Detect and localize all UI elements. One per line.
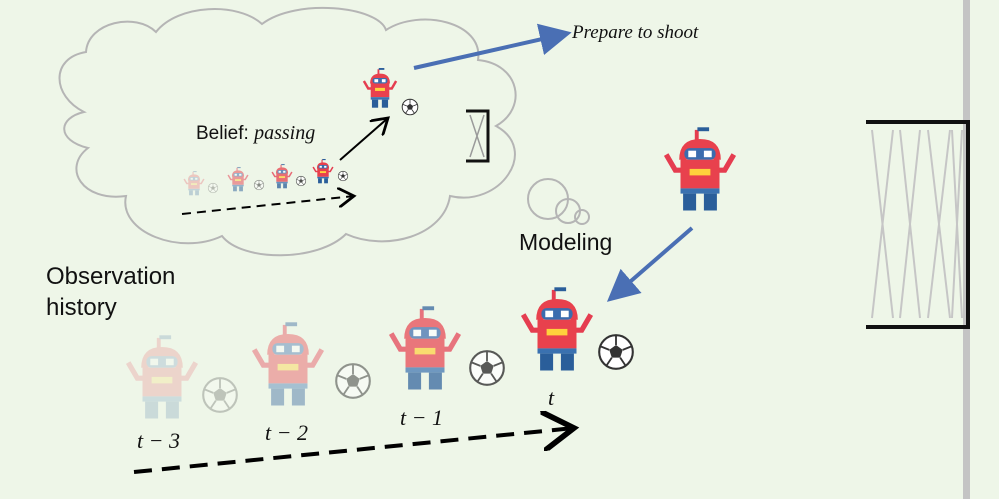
history-robot-t-1 [391,306,459,389]
modeling-label: Modeling [519,229,613,255]
modeling-robot-icon [666,127,734,210]
history-ball-t-3 [202,377,238,413]
modeling-arrow [606,226,694,302]
thought-cloud-icon [58,6,517,257]
thought-bubble [574,209,590,225]
observation-line-2: history [46,294,117,321]
time-label-t-2: t − 2 [265,420,308,445]
belief-trajectory-arrow [181,196,354,215]
observation-trajectory-arrow [133,428,574,474]
belief-value: passing [254,122,316,144]
time-label-t-1: t − 1 [400,405,443,430]
belief-arrow [339,118,388,161]
observation-history-label: Observation history [46,261,175,323]
belief-label: Belief: passing [196,122,315,145]
history-robot-t-2 [254,322,322,405]
thought-bubble [527,178,569,220]
belief-ball-1 [207,182,219,194]
soccer-goal-icon [866,120,970,329]
history-ball-t-1 [469,350,505,386]
belief-prefix: Belief: [196,123,255,144]
belief-robot-4 [312,158,334,185]
time-label-t: t [548,385,555,410]
belief-ball-2 [253,179,265,191]
time-label-t-3: t − 3 [137,428,180,453]
history-ball-t-2 [335,363,371,399]
prediction-arrow [413,23,572,70]
history-robot-t [523,287,591,370]
history-ball-t [598,334,634,370]
observation-line-1: Observation [46,263,176,290]
history-robot-t-3 [128,335,196,418]
belief-robot-1 [183,170,205,197]
predicted-robot-icon [362,66,398,109]
belief-ball-4 [337,170,349,182]
prepare-to-shoot-label: Prepare to shoot [572,22,699,43]
belief-robot-3 [271,163,293,190]
belief-ball-3 [295,175,307,187]
small-goal-icon [466,109,490,163]
predicted-ball-icon [401,98,419,116]
belief-robot-2 [227,166,249,193]
